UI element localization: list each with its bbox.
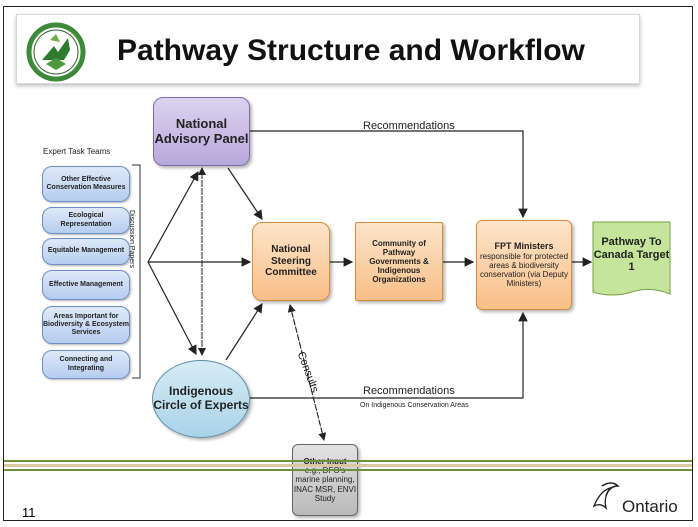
fpt-ministers: FPT Ministers responsible for protected … bbox=[476, 220, 572, 310]
task-team-effective: Effective Management bbox=[42, 270, 130, 300]
national-steering-committee: National Steering Committee bbox=[252, 222, 330, 301]
national-advisory-panel: National Advisory Panel bbox=[153, 97, 250, 166]
task-team-connecting: Connecting and Integrating bbox=[42, 350, 130, 379]
ontario-wordmark: Ontario bbox=[622, 497, 678, 516]
leaf-emblem-icon bbox=[26, 22, 86, 82]
recommendations-sub-label: On Indigenous Conservation Areas bbox=[360, 402, 469, 409]
slide-title: Pathway Structure and Workflow bbox=[117, 34, 585, 67]
fpt-heading: FPT Ministers bbox=[494, 241, 554, 252]
fpt-body: responsible for protected areas & biodiv… bbox=[479, 251, 569, 289]
indigenous-circle-of-experts: Indigenous Circle of Experts bbox=[152, 360, 250, 438]
pathway-target: Pathway To Canada Target 1 bbox=[593, 236, 670, 274]
other-input-body: e.g., DFO's marine planning, INAC MSR, E… bbox=[293, 466, 357, 503]
recommendations-bottom-label: Recommendations bbox=[363, 385, 455, 397]
task-team-other-effective: Other Effective Conservation Measures bbox=[42, 166, 130, 202]
trillium-logo-icon bbox=[592, 482, 620, 511]
title-band bbox=[16, 14, 640, 84]
slide-number: 11 bbox=[22, 505, 36, 520]
task-team-ecological: Ecological Representation bbox=[42, 207, 130, 234]
task-team-areas-important: Areas Important for Biodiversity & Ecosy… bbox=[42, 306, 130, 344]
recommendations-top-label: Recommendations bbox=[363, 120, 455, 132]
other-input: Other Input e.g., DFO's marine planning,… bbox=[292, 444, 358, 516]
expert-task-teams-heading: Expert Task Teams bbox=[43, 147, 111, 156]
community-of-pathway: Community of Pathway Governments & Indig… bbox=[355, 222, 443, 301]
slide-frame bbox=[3, 6, 693, 521]
task-team-equitable: Equitable Management bbox=[42, 238, 130, 265]
